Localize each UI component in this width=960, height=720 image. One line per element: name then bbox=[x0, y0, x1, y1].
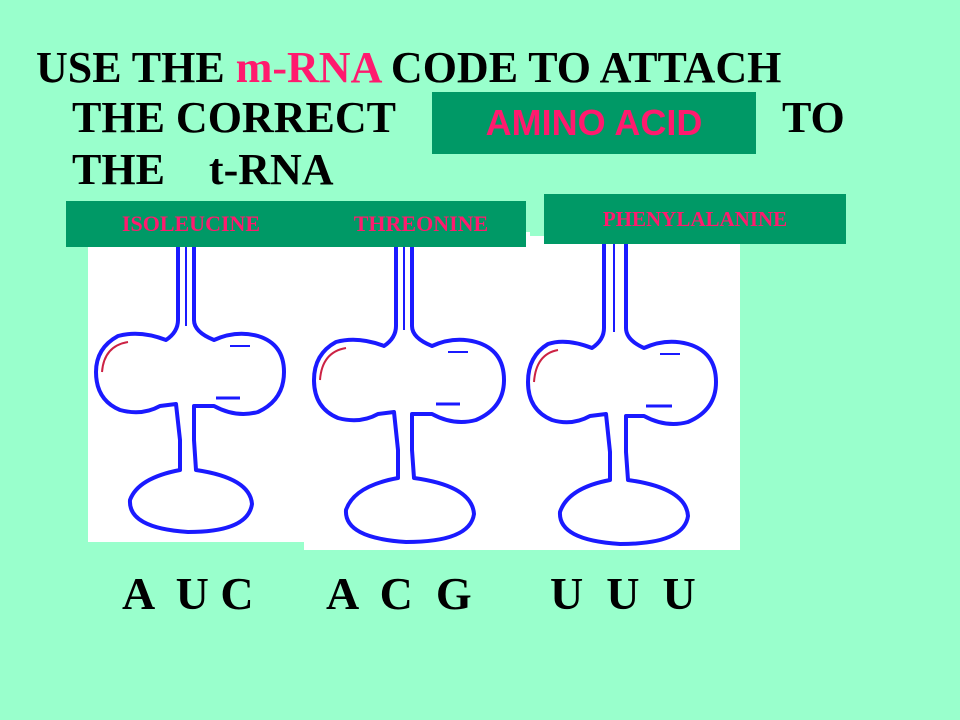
trna-panel-3 bbox=[528, 236, 740, 550]
amino-acid-answer-box[interactable]: AMINO ACID bbox=[432, 92, 756, 154]
heading-line-1: USE THE m-RNA CODE TO ATTACH bbox=[36, 44, 781, 92]
trna-molecule-1 bbox=[94, 244, 286, 534]
heading-line-2: THE CORRECT bbox=[72, 93, 396, 142]
trna-panel-1 bbox=[88, 238, 306, 542]
codon-1: A U C bbox=[122, 568, 254, 619]
trna-molecule-3 bbox=[526, 242, 718, 546]
heading-line-1-suffix: CODE TO ATTACH bbox=[379, 43, 782, 92]
heading-line-2-suffix: TO bbox=[782, 93, 845, 142]
trna-molecule-2 bbox=[312, 240, 506, 544]
codon-2: A C G bbox=[326, 568, 472, 619]
heading-line-1-prefix: USE THE bbox=[36, 43, 236, 92]
trna-panel-2 bbox=[304, 232, 530, 550]
codon-3: U U U bbox=[550, 568, 696, 619]
amino-acid-label-threonine[interactable]: THREONINE bbox=[316, 201, 526, 247]
heading-line-3: THE t-RNA bbox=[72, 145, 334, 194]
mrna-highlight: m-RNA bbox=[235, 43, 380, 92]
amino-acid-label-isoleucine[interactable]: ISOLEUCINE bbox=[66, 201, 316, 247]
amino-acid-label-phenylalanine[interactable]: PHENYLALANINE bbox=[544, 194, 846, 244]
